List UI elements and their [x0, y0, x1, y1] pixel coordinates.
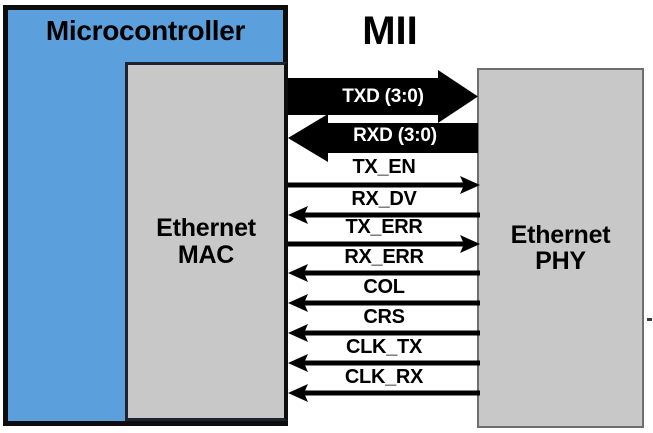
signal-arrow-tx-en — [288, 174, 480, 196]
signal-arrow-rx-err — [288, 262, 480, 284]
signal-label-tx-err: TX_ERR — [345, 216, 423, 238]
signal-label-clk-rx: CLK_RX — [344, 366, 424, 388]
signal-label-col: COL — [363, 276, 405, 298]
signal-label-rx-err: RX_ERR — [344, 246, 424, 268]
interface-title: MII — [362, 9, 418, 53]
bus-arrow-txd — [288, 70, 478, 123]
signal-label-crs: CRS — [363, 306, 405, 328]
signal-label-rx-dv: RX_DV — [351, 188, 417, 210]
signal-arrow-clk-tx — [288, 352, 480, 374]
signal-arrow-clk-rx — [288, 382, 480, 404]
signal-arrow-col — [288, 292, 480, 314]
bus-arrow-rxd — [288, 114, 478, 162]
edge-tick-mark — [647, 318, 652, 321]
signal-arrow-tx-err — [288, 233, 480, 255]
signal-arrow-crs — [288, 322, 480, 344]
block-ethernet-mac: Ethernet MAC — [125, 62, 288, 421]
block-microcontroller-label: Microcontroller — [45, 15, 246, 46]
signal-label-clk-tx: CLK_TX — [346, 336, 422, 358]
block-ethernet-phy: Ethernet PHY — [477, 68, 644, 428]
signal-arrow-rx-dv — [288, 204, 480, 226]
signal-label-tx-en: TX_EN — [352, 156, 416, 178]
block-ethernet-mac-label: Ethernet MAC — [156, 214, 256, 269]
block-ethernet-phy-label: Ethernet PHY — [510, 220, 611, 275]
